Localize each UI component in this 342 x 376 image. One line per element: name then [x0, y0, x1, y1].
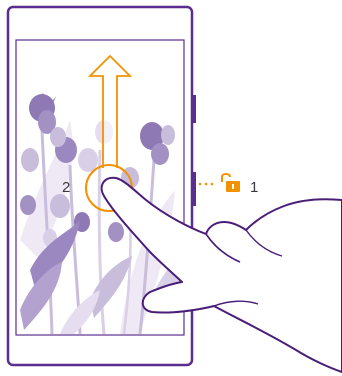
swipe-up-arrow-icon [87, 54, 133, 168]
lockscreen-wallpaper [20, 92, 183, 334]
step-power-label: 1 [250, 179, 258, 196]
volume-key[interactable] [192, 172, 196, 206]
hand [100, 176, 342, 373]
step-swipe-label: 2 [62, 179, 70, 196]
power-key-leader [198, 182, 214, 186]
power-key[interactable] [192, 95, 196, 123]
unlock-icon [221, 173, 240, 192]
